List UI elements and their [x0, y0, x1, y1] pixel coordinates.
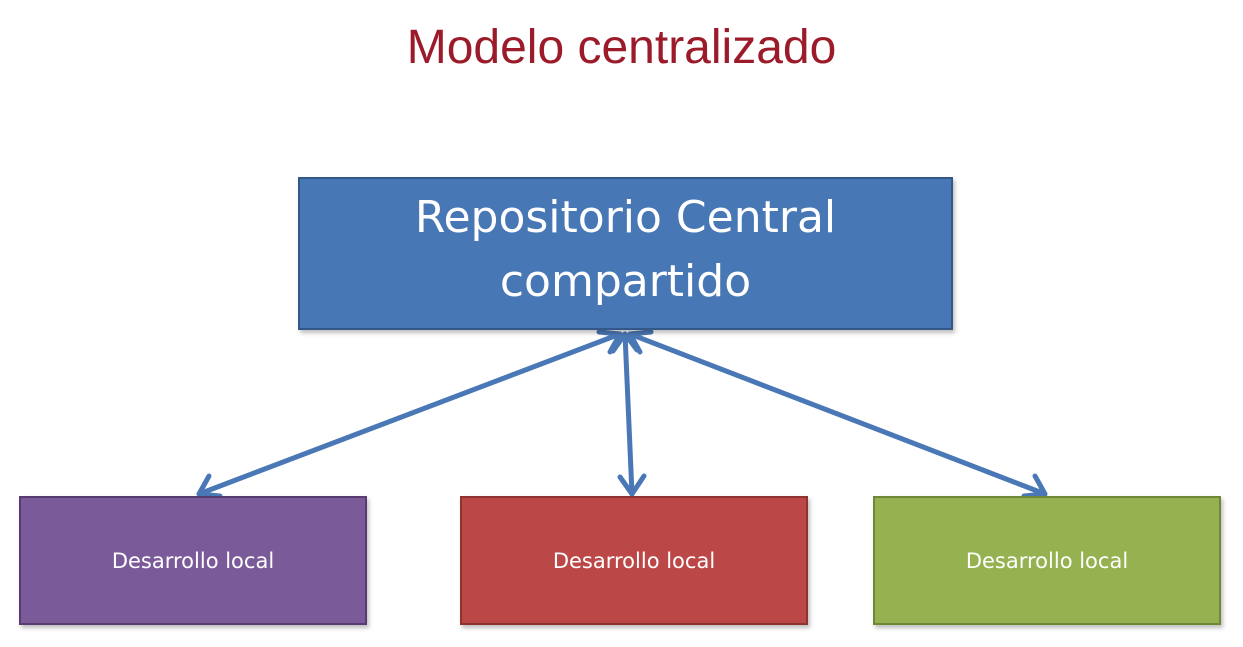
local-development-box-1: Desarrollo local: [19, 496, 367, 625]
local-development-label-2: Desarrollo local: [552, 548, 716, 573]
arrow-central-to-middle-local: [610, 331, 647, 497]
local-development-box-3: Desarrollo local: [873, 496, 1221, 625]
central-repository-label-line1: Repositorio Central: [414, 191, 837, 243]
arrow-central-to-right-local: [627, 329, 1048, 499]
arrow-central-to-left-local: [196, 329, 623, 499]
diagram-title: Modelo centralizado: [406, 21, 837, 74]
central-repository-box: Repositorio Central compartido: [298, 177, 953, 330]
local-development-label-1: Desarrollo local: [111, 548, 275, 573]
central-repository-label-line2: compartido: [499, 255, 752, 307]
central-repository-label: Repositorio Central compartido: [415, 186, 836, 314]
local-development-label-3: Desarrollo local: [965, 548, 1129, 573]
local-development-box-2: Desarrollo local: [460, 496, 808, 625]
